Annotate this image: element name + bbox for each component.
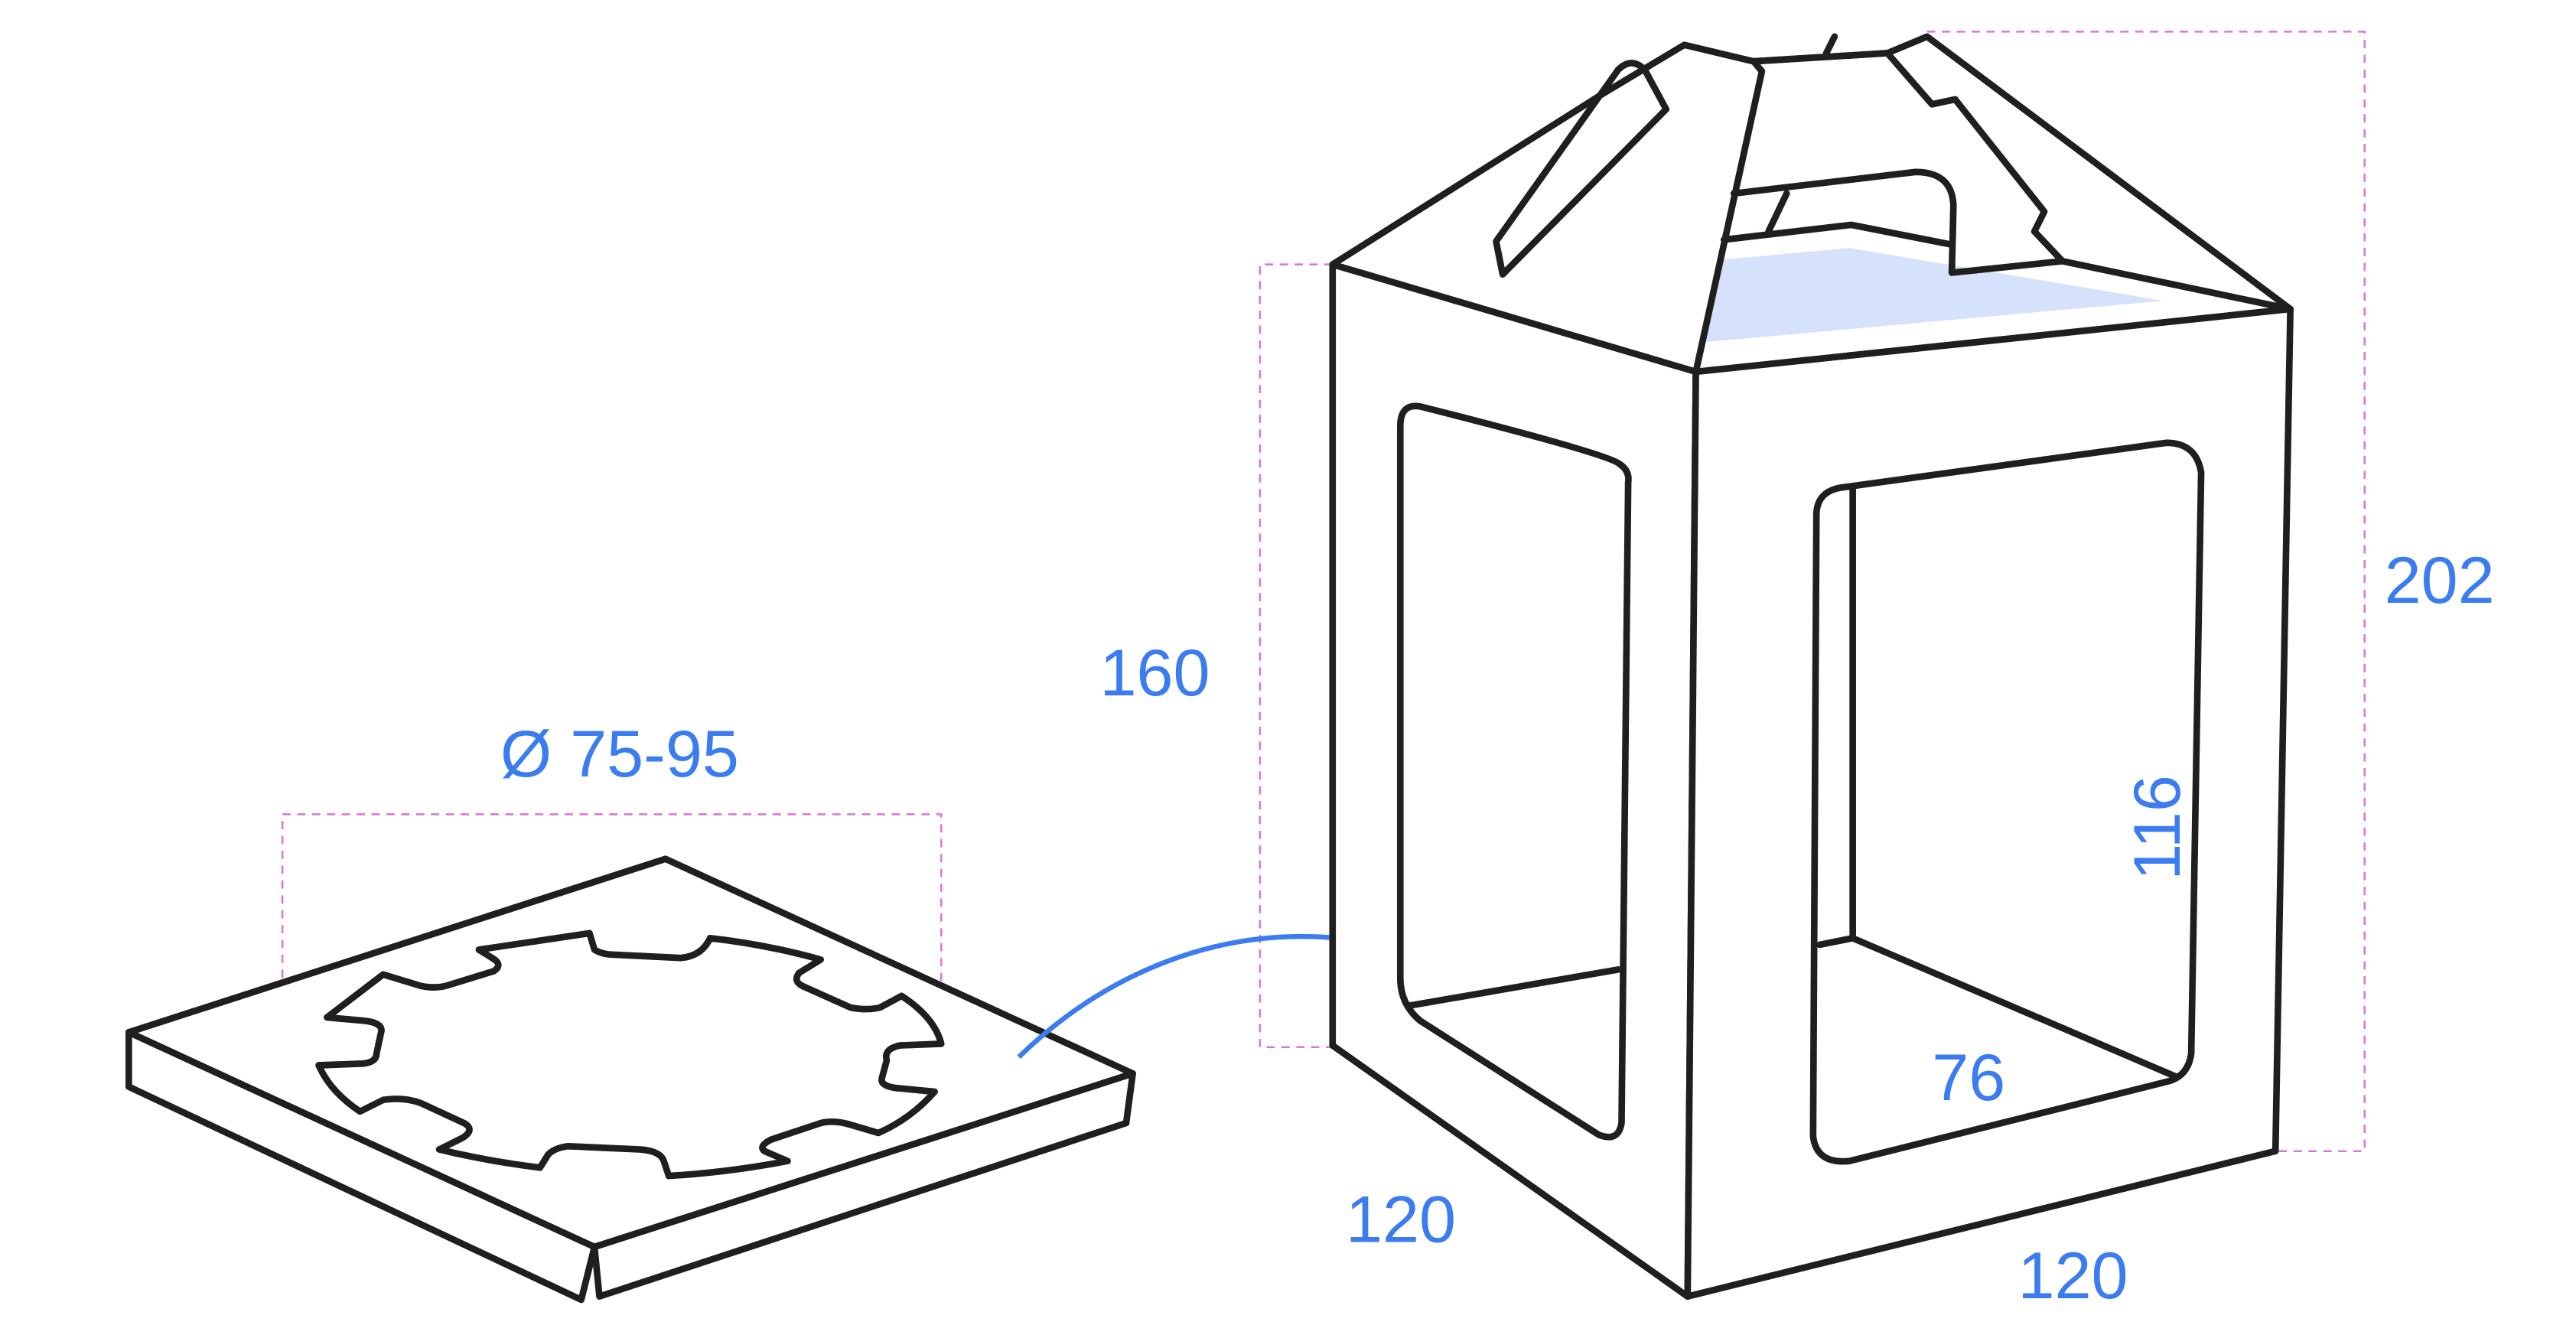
box-left-face [1329, 261, 1699, 1300]
window-height-label: 116 [2121, 775, 2194, 881]
roof-right-panel [1692, 33, 2294, 376]
box-right-face [1684, 305, 2294, 1300]
left-window [1396, 402, 1632, 1141]
dimension-labels: Ø 75-95 160 202 116 76 120 120 [500, 544, 2495, 1313]
lower-height-label: 160 [1099, 636, 1210, 710]
diameter-label: Ø 75-95 [500, 718, 739, 791]
window-width-label: 76 [1932, 1041, 2005, 1115]
lower-height-dimension-line [1259, 263, 1333, 1049]
cake-box [1329, 33, 2294, 1300]
roof-handle-right [1720, 168, 2066, 276]
width-right-label: 120 [2017, 1239, 2128, 1313]
total-height-dimension-line [1926, 31, 2366, 1153]
roof-handle-left [1493, 60, 1670, 278]
left-window-floor [1405, 966, 1622, 1010]
cake-tray-insert [125, 855, 1136, 1304]
total-height-label: 202 [2385, 544, 2495, 617]
tray-cutout [315, 929, 945, 1180]
right-window [1809, 439, 2205, 1165]
window-tint [1705, 248, 2164, 343]
dimension-lines [281, 31, 2366, 1153]
right-window-inner [1816, 485, 2180, 1080]
diameter-dimension-line [281, 813, 943, 1008]
width-left-label: 120 [1346, 1183, 1456, 1256]
